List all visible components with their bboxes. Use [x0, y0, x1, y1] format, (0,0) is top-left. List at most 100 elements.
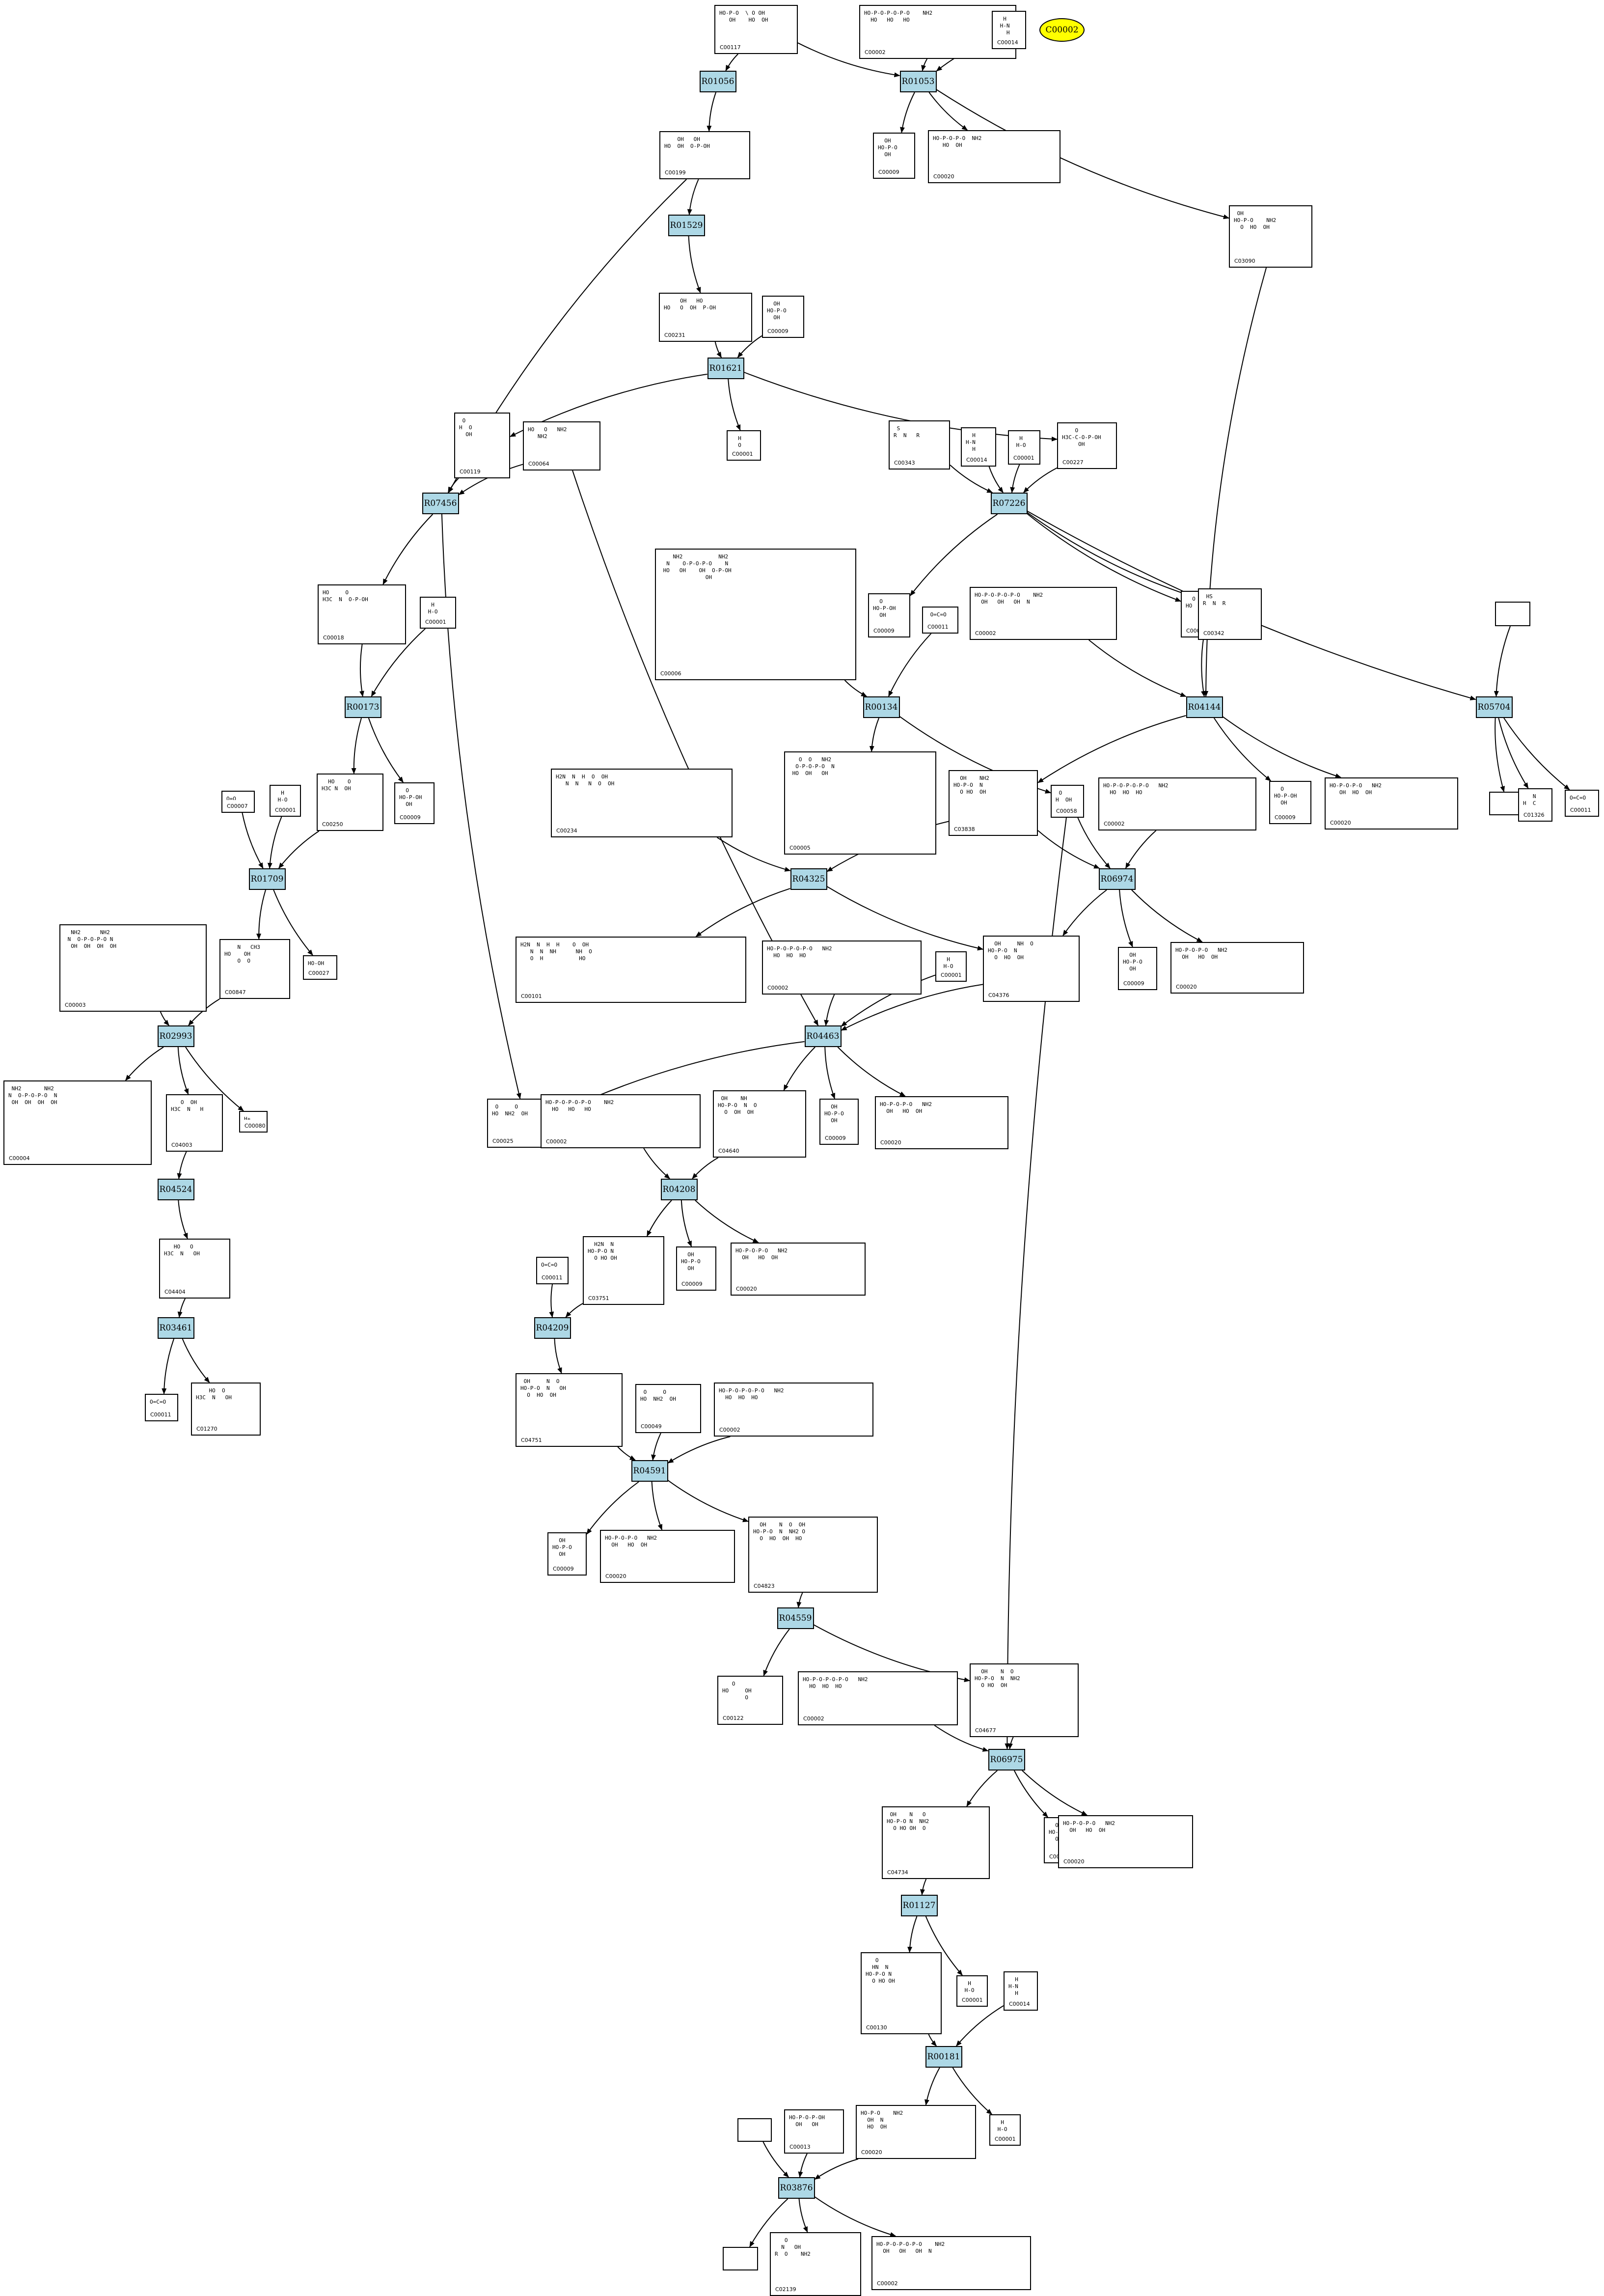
reaction-node-R05704[interactable]: R05704	[1475, 696, 1513, 718]
reaction-node-R04463[interactable]: R04463	[804, 1025, 842, 1047]
reaction-node-R04524[interactable]: R04524	[157, 1179, 194, 1200]
reaction-node-R04208[interactable]: R04208	[660, 1179, 698, 1200]
reaction-node-R04559[interactable]: R04559	[777, 1607, 814, 1629]
reaction-node-R07456[interactable]: R07456	[422, 493, 459, 514]
compound-node-C00006[interactable]: NH2 NH2 N O-P-O-P-O N HO OH OH O-P-OH OH…	[655, 549, 856, 680]
reaction-node-R01529[interactable]: R01529	[668, 215, 705, 236]
reaction-node-R03461[interactable]: R03461	[157, 1317, 194, 1339]
reaction-node-R04325[interactable]: R04325	[790, 868, 827, 890]
reaction-node-R01053[interactable]: R01053	[899, 71, 937, 92]
reaction-node-R07226[interactable]: R07226	[990, 493, 1028, 514]
compound-node-empty[interactable]	[1495, 602, 1530, 626]
compound-node-empty[interactable]	[1489, 792, 1522, 815]
reaction-node-R00181[interactable]: R00181	[925, 2046, 962, 2068]
reaction-node-R00134[interactable]: R00134	[863, 696, 900, 718]
reaction-node-R06975[interactable]: R06975	[988, 1749, 1025, 1770]
reaction-node-R06974[interactable]: R06974	[1098, 868, 1136, 890]
reaction-node-R04591[interactable]: R04591	[631, 1460, 668, 1482]
reaction-node-R03876[interactable]: R03876	[778, 2177, 815, 2199]
compound-node-empty[interactable]	[723, 2247, 758, 2270]
compound-node-C00080[interactable]: H+C00080	[239, 1111, 268, 1133]
compound-node-empty[interactable]	[737, 2118, 772, 2142]
reaction-node-R00173[interactable]: R00173	[344, 696, 381, 718]
reaction-node-R01709[interactable]: R01709	[248, 868, 286, 890]
reaction-node-R02993[interactable]: R02993	[157, 1025, 194, 1047]
reaction-node-R01621[interactable]: R01621	[707, 358, 744, 379]
reaction-node-R04144[interactable]: R04144	[1186, 696, 1223, 718]
reaction-node-R04209[interactable]: R04209	[534, 1317, 571, 1339]
highlight-compound-C00002[interactable]: C00002	[1039, 18, 1085, 42]
reaction-node-R01127[interactable]: R01127	[900, 1895, 938, 1916]
